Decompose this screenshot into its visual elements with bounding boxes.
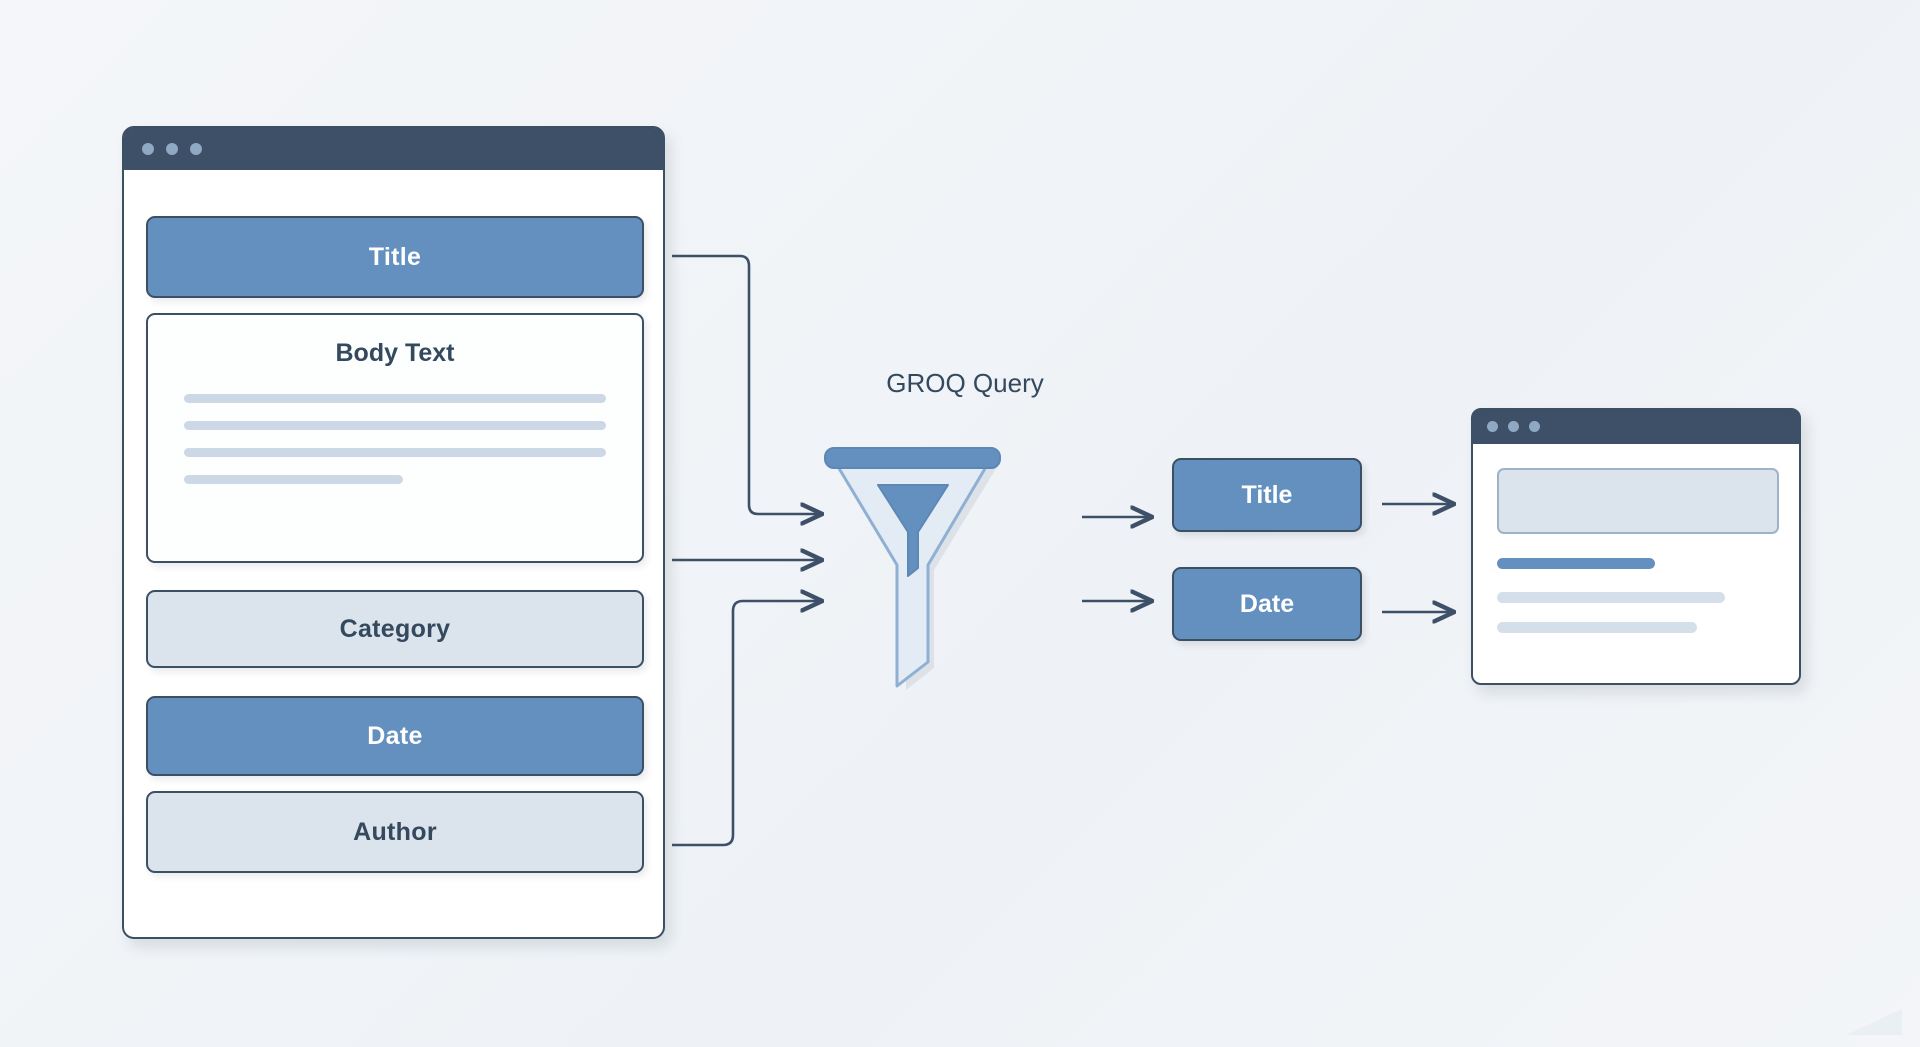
corner-artifact [1846,1009,1902,1035]
output-chip-date-label: Date [1239,589,1295,618]
field-body-text-label: Body Text [335,339,455,367]
result-window-titlebar [1473,410,1799,444]
window-dot-maximize-icon [1529,421,1540,432]
window-dot-close-icon [142,143,154,155]
output-chip-title[interactable]: Title [1172,458,1362,532]
body-text-line [184,421,606,430]
body-text-line [184,475,404,484]
field-date-label: Date [367,721,423,750]
window-dot-minimize-icon [1508,421,1519,432]
field-date[interactable]: Date [146,696,644,776]
field-category[interactable]: Category [146,590,644,668]
text-bar-1 [1497,592,1725,603]
window-dot-maximize-icon [190,143,202,155]
field-title-label: Title [368,242,422,271]
body-text-line [184,394,606,403]
field-body-text[interactable]: Body Text [146,313,644,563]
heading-bar [1497,558,1655,569]
field-author[interactable]: Author [146,791,644,873]
rendered-result-window [1471,408,1801,685]
text-bar-2 [1497,622,1697,633]
window-dot-minimize-icon [166,143,178,155]
document-fields-window: Title Body Text Category Date Author [122,126,665,939]
body-text-line [184,448,606,457]
body-text-lines [148,394,642,484]
field-title[interactable]: Title [146,216,644,298]
arrow-title-to-funnel [672,254,820,514]
funnel-icon [824,447,1001,690]
arrow-author-to-funnel [672,601,820,847]
window-dot-close-icon [1487,421,1498,432]
output-chip-title-label: Title [1241,480,1293,509]
image-placeholder [1497,468,1779,534]
window-titlebar [124,128,663,170]
funnel-label: GROQ Query [886,368,1044,398]
field-author-label: Author [353,817,437,846]
field-category-label: Category [339,614,451,643]
output-chip-date[interactable]: Date [1172,567,1362,641]
